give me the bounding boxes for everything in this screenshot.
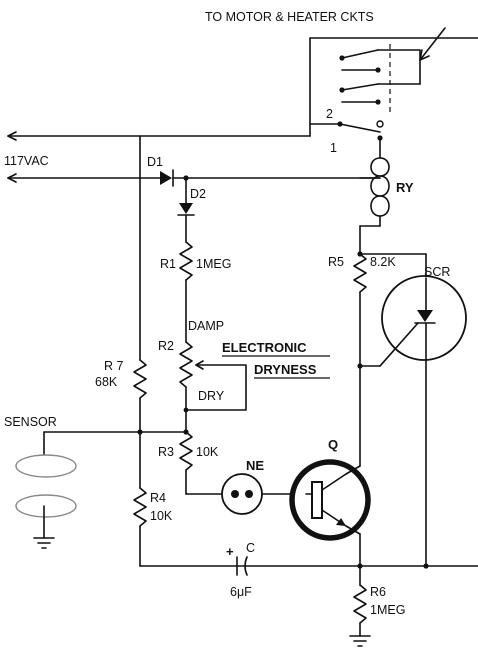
r7-value: 68K	[95, 375, 118, 389]
d1-label: D1	[147, 155, 163, 169]
q-label: Q	[328, 437, 338, 452]
r4-value: 10K	[150, 509, 173, 523]
r1-label: R1	[160, 257, 176, 271]
right-rail	[349, 137, 467, 647]
capacitor-polarity: +	[226, 544, 234, 559]
scr-label: SCR	[424, 265, 450, 279]
r2-label: R2	[158, 339, 174, 353]
r6-label: R6	[370, 585, 386, 599]
electronic-label: ELECTRONIC	[222, 340, 307, 355]
c-label: C	[246, 541, 255, 555]
contact-1-label: 1	[330, 141, 337, 155]
capacitor-c	[236, 556, 248, 576]
r7-label: R 7	[104, 359, 124, 373]
center-chain	[139, 175, 247, 495]
ac-input-lines	[7, 123, 341, 183]
sensor-label: SENSOR	[4, 415, 57, 429]
neon-lamp	[221, 473, 307, 515]
sensor	[15, 431, 141, 549]
motor-heater-label: TO MOTOR & HEATER CKTS	[205, 10, 374, 24]
d2-label: D2	[190, 187, 206, 201]
r1-value: 1MEG	[196, 257, 231, 271]
contact-2-label: 2	[326, 107, 333, 121]
r3-label: R3	[158, 445, 174, 459]
damp-label: DAMP	[188, 319, 224, 333]
ac-source-label: 117VAC	[4, 154, 49, 168]
r4-label: R4	[150, 491, 166, 505]
r6-value: 1MEG	[370, 603, 405, 617]
dryness-label: DRYNESS	[254, 362, 317, 377]
ry-label: RY	[396, 180, 414, 195]
relay-contacts	[309, 27, 478, 141]
r3-value: 10K	[196, 445, 219, 459]
left-rail	[133, 135, 478, 567]
dry-label: DRY	[198, 389, 225, 403]
ne-label: NE	[246, 458, 264, 473]
transistor-q	[289, 459, 371, 541]
c-value: 6μF	[230, 585, 252, 599]
r5-value: 8.2K	[370, 255, 396, 269]
r5-label: R5	[328, 255, 344, 269]
diode-d1	[160, 169, 381, 187]
